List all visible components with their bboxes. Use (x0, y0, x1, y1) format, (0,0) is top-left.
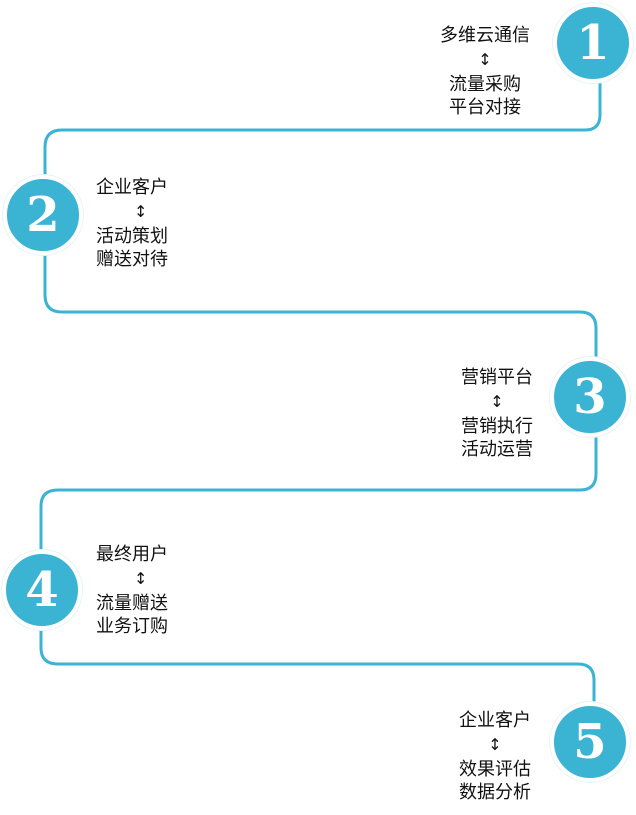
step-5-top: 企业客户 (459, 710, 531, 731)
step-5-number: 5 (573, 714, 607, 770)
step-3-text: 营销平台 ↕ 营销执行 活动运营 (432, 366, 562, 461)
step-5-bottom-1: 效果评估 (459, 759, 531, 780)
step-1-arrow-icon: ↕ (478, 50, 492, 69)
step-1-circle: 1 (553, 3, 633, 83)
step-2-number: 2 (26, 187, 60, 243)
step-3-bottom-1: 营销执行 (461, 416, 533, 437)
step-4-number: 4 (25, 562, 59, 618)
step-4-bottom-1: 流量赠送 (96, 593, 168, 614)
step-2-bottom-2: 赠送对待 (96, 249, 168, 270)
step-3-bottom-2: 活动运营 (461, 439, 533, 460)
step-3-top: 营销平台 (461, 367, 533, 388)
step-2-circle: 2 (3, 175, 83, 255)
step-5-circle: 5 (550, 702, 630, 782)
step-3-circle: 3 (550, 357, 630, 437)
step-2-text: 企业客户 ↕ 活动策划 赠送对待 (96, 176, 226, 271)
step-1-text: 多维云通信 ↕ 流量采购 平台对接 (420, 24, 550, 119)
step-4-bottom-2: 业务订购 (96, 616, 168, 637)
step-3-arrow-icon: ↕ (490, 392, 504, 411)
step-4-circle: 4 (2, 550, 82, 630)
step-5-text: 企业客户 ↕ 效果评估 数据分析 (430, 709, 560, 804)
step-4-top: 最终用户 (96, 544, 168, 565)
step-5-arrow-icon: ↕ (488, 735, 502, 754)
step-4-arrow-icon: ↕ (134, 569, 148, 588)
step-2-bottom-1: 活动策划 (96, 226, 168, 247)
step-4-text: 最终用户 ↕ 流量赠送 业务订购 (96, 543, 226, 638)
step-1-number: 1 (576, 15, 610, 71)
step-2-arrow-icon: ↕ (134, 202, 148, 221)
step-1-top: 多维云通信 (440, 25, 530, 46)
step-2-top: 企业客户 (96, 177, 168, 198)
step-1-bottom-2: 平台对接 (449, 97, 521, 118)
step-5-bottom-2: 数据分析 (459, 782, 531, 803)
step-1-bottom-1: 流量采购 (449, 74, 521, 95)
step-3-number: 3 (573, 369, 607, 425)
